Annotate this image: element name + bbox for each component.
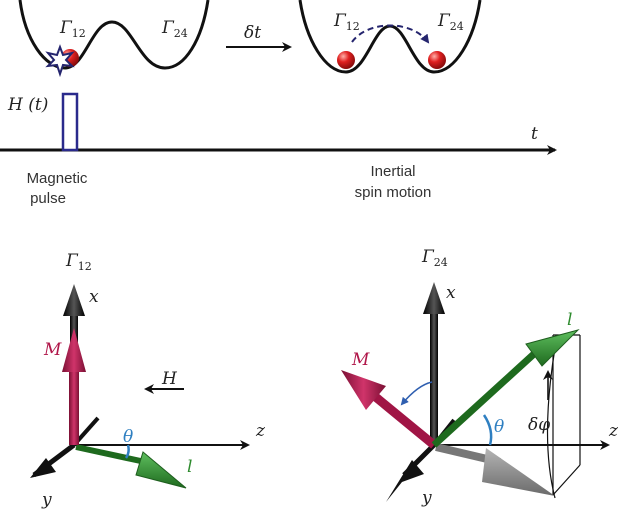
motion-caption-1: Inertial <box>370 163 415 180</box>
right-l-projection <box>435 443 555 496</box>
left-z-label: z <box>255 421 266 441</box>
time-label: t <box>531 124 538 144</box>
field-label: H (t) <box>7 95 48 115</box>
left-y-label: y <box>41 490 52 510</box>
left-x-label: x <box>89 287 99 307</box>
potential-curve-left <box>18 0 210 70</box>
right-y-label: y <box>421 488 432 508</box>
time-axis: H (t) t Magnetic pulse Inertial spin mot… <box>0 92 557 207</box>
left-M-vector <box>62 328 86 445</box>
well-right-label-12: Γ12 <box>333 11 360 33</box>
left-M-label: M <box>43 340 62 360</box>
right-l-vector <box>431 329 580 448</box>
right-l-label: l <box>567 310 572 330</box>
left-y-axis <box>14 416 100 498</box>
right-M-label: M <box>351 350 370 370</box>
delay-arrow: δt <box>226 23 292 52</box>
magnetic-pulse-bar <box>61 92 79 152</box>
impact-star-icon <box>45 44 75 78</box>
right-rotation-arrow <box>400 381 433 406</box>
well-right-label-24: Γ24 <box>437 11 464 33</box>
potential-curve-right <box>298 0 482 74</box>
well-left-label-12: Γ12 <box>59 18 86 40</box>
right-z-label: z <box>608 421 619 441</box>
right-theta-arc <box>482 414 493 446</box>
left-theta-label: θ <box>123 427 133 447</box>
left-H-label: H <box>161 369 178 389</box>
right-M-vector <box>341 370 437 449</box>
hop-arrow <box>351 24 430 44</box>
delay-label: δt <box>244 23 261 43</box>
pulse-caption-1: Magnetic <box>27 170 88 187</box>
double-well-left: Γ12 Γ24 <box>18 0 210 78</box>
left-frame: Γ12 z l θ y x M <box>14 251 266 510</box>
ball-right-a <box>337 51 355 69</box>
double-well-right: Γ12 Γ24 <box>298 0 482 74</box>
left-theta-arc <box>124 444 130 459</box>
right-frame: Γ24 δφ z y θ <box>341 247 619 508</box>
right-theta-label: θ <box>494 417 504 437</box>
right-x-axis <box>423 282 445 445</box>
motion-caption-2: spin motion <box>355 184 432 201</box>
left-l-label: l <box>187 457 192 477</box>
left-l-vector <box>75 444 187 489</box>
left-frame-title: Γ12 <box>65 251 92 273</box>
right-dphi-label: δφ <box>528 415 550 435</box>
right-x-label: x <box>446 283 456 303</box>
pulse-caption-2: pulse <box>30 190 66 207</box>
right-frame-title: Γ24 <box>421 247 448 269</box>
well-left-label-24: Γ24 <box>161 18 188 40</box>
ball-right-b <box>428 51 446 69</box>
